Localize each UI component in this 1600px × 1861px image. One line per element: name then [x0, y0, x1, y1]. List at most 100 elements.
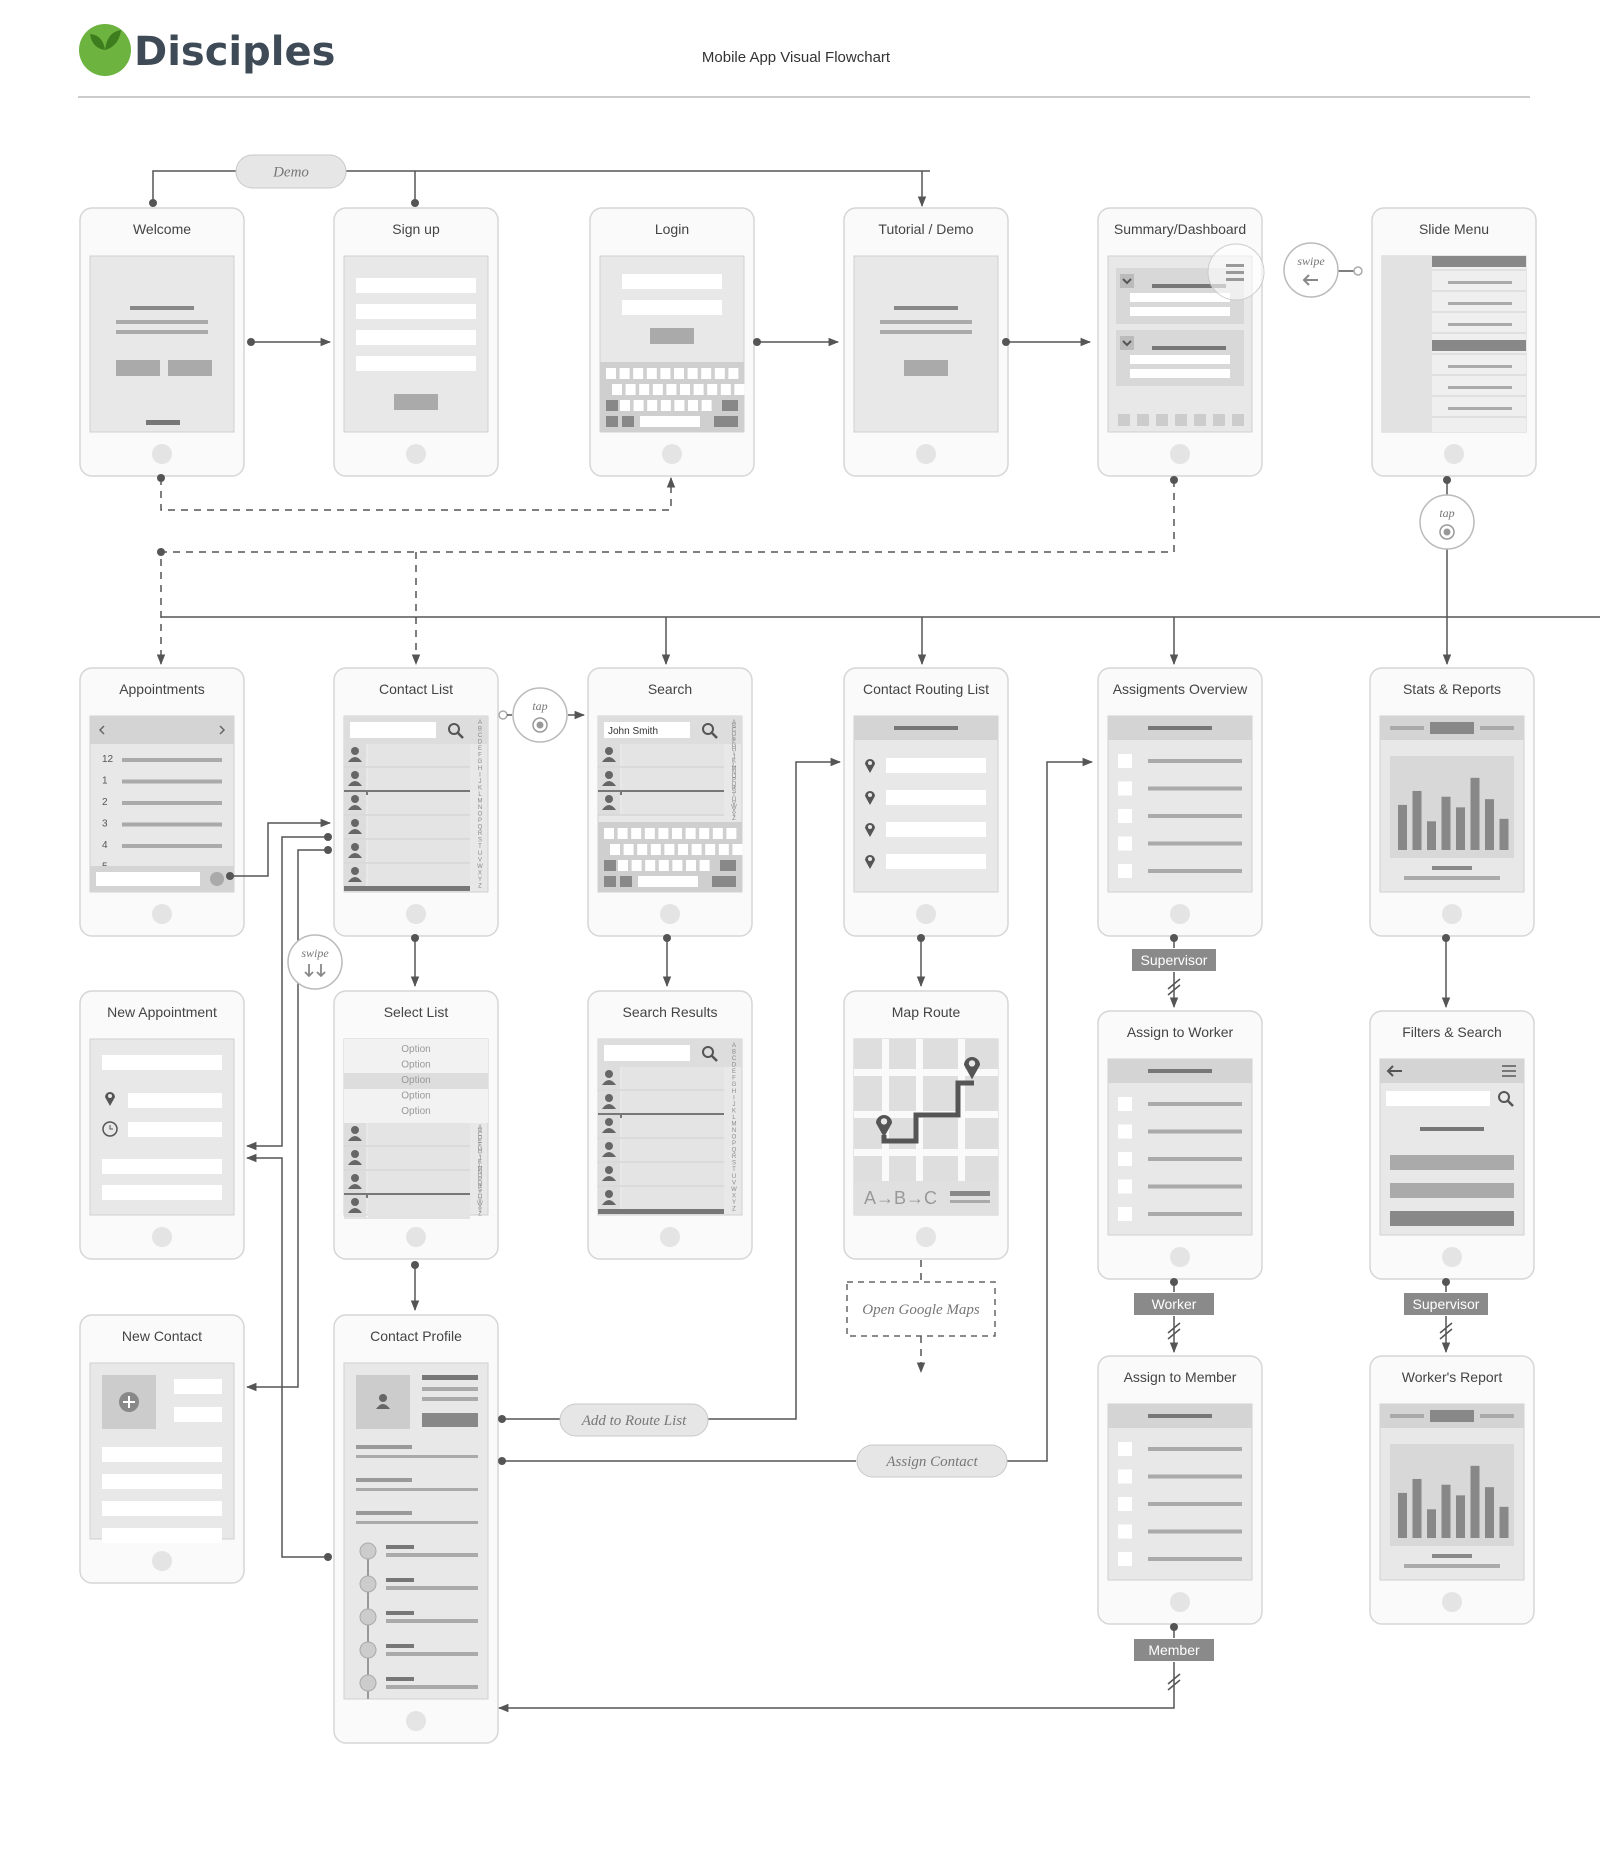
index-letter: J: [733, 1102, 736, 1108]
key: [712, 876, 736, 887]
person-icon: [348, 795, 362, 810]
gesture-label: swipe: [301, 946, 329, 960]
home-button-icon: [1442, 904, 1462, 924]
key: [620, 400, 630, 411]
input-field: [1130, 293, 1230, 302]
search-input: [1386, 1091, 1490, 1106]
screen-filters[interactable]: Filters & Search: [1369, 1010, 1535, 1280]
route-footer: [854, 1181, 998, 1215]
label-assign-contact: Assign Contact: [856, 1444, 1008, 1478]
key: [672, 860, 683, 871]
text-line: [1148, 814, 1242, 818]
contact-row: [622, 1115, 724, 1137]
chart-bar: [1485, 799, 1494, 850]
screen-new-appointment[interactable]: New Appointment: [79, 990, 245, 1260]
contact-row: [368, 1195, 470, 1217]
phone-screen: [1107, 1403, 1253, 1581]
key: [705, 844, 716, 855]
text-line: [1148, 1447, 1242, 1451]
text-line: [1432, 866, 1472, 870]
picker-selected: [344, 1073, 488, 1089]
screen-welcome[interactable]: Welcome: [79, 207, 245, 477]
input-field: [174, 1407, 222, 1422]
screen-worker-report[interactable]: Worker's Report: [1369, 1355, 1535, 1625]
key: [691, 844, 702, 855]
role-badge: [1404, 1293, 1488, 1315]
screen-new-contact[interactable]: New Contact: [79, 1314, 245, 1584]
dashed-box: [846, 1281, 996, 1337]
screen-signup[interactable]: Sign up: [333, 207, 499, 477]
index-letter: N: [732, 770, 736, 776]
text-line: [122, 822, 222, 827]
index-letter: K: [478, 1160, 482, 1166]
input-field: [96, 872, 200, 886]
index-letter: R: [478, 1184, 483, 1190]
person-icon: [348, 747, 362, 762]
person-icon: [602, 771, 616, 786]
text-line: [1148, 726, 1212, 730]
chart-bar: [1441, 796, 1451, 850]
screen-title: New Contact: [122, 1328, 202, 1344]
route-item: [886, 822, 986, 837]
screen-tutorial[interactable]: Tutorial / Demo: [843, 207, 1009, 477]
key: [645, 860, 656, 871]
text-line: [1502, 1070, 1516, 1072]
index-letter: E: [732, 735, 736, 741]
role-badge-supervisor: Supervisor: [1404, 1293, 1488, 1315]
text-line: [356, 1455, 478, 1458]
key: [680, 384, 690, 395]
screen-slide-menu[interactable]: Slide Menu: [1371, 207, 1537, 477]
person-icon: [348, 771, 362, 786]
screen-dashboard[interactable]: Summary/Dashboard: [1097, 207, 1265, 477]
screen-assign-member[interactable]: Assign to Member: [1097, 1355, 1263, 1625]
key: [640, 416, 700, 427]
screen-stats[interactable]: Stats & Reports: [1369, 667, 1535, 937]
screen-assign-overview[interactable]: Assigments Overview: [1097, 667, 1263, 937]
home-button-icon: [1170, 444, 1190, 464]
index-letter: O: [478, 812, 483, 818]
chevron-right-icon: [219, 725, 226, 735]
text-line: [116, 330, 208, 334]
index-letter: T: [478, 1191, 482, 1197]
index-letter: X: [478, 870, 482, 876]
person-icon: [348, 1198, 362, 1213]
chart-bar: [1412, 1478, 1422, 1538]
gesture-tap: tap: [512, 687, 568, 743]
screen-routing[interactable]: Contact Routing List: [843, 667, 1009, 937]
map-pin-icon: [865, 791, 875, 805]
index-letter: H: [478, 1149, 482, 1155]
key: [658, 828, 669, 839]
search-input: [604, 722, 690, 738]
phone-screen: [1379, 1058, 1525, 1236]
index-letter: N: [478, 1170, 482, 1176]
tab-icon: [1175, 414, 1187, 426]
tap-icon: [1443, 528, 1451, 536]
home-button-icon: [1442, 1592, 1462, 1612]
screen-login[interactable]: Login: [589, 207, 755, 477]
screen-select-list[interactable]: Select ListOptionOptionOptionOptionOptio…: [333, 990, 499, 1260]
index-letter: X: [732, 808, 736, 814]
screen-appointments[interactable]: Appointments1212345: [79, 667, 245, 937]
input-field: [102, 1474, 222, 1489]
index-letter: J: [733, 755, 736, 761]
phone-screen: [89, 255, 235, 433]
text-line: [386, 1677, 414, 1681]
contact-row: [368, 1123, 470, 1145]
text-line: [1448, 386, 1512, 389]
screen-title: Search: [648, 681, 692, 697]
chart-bar: [1499, 818, 1509, 850]
contact-row: [368, 864, 470, 886]
key: [728, 368, 739, 379]
screen-assign-worker[interactable]: Assign to Worker: [1097, 1010, 1263, 1280]
phone-screen: [1107, 1058, 1253, 1236]
key: [674, 400, 685, 411]
screen-title: Worker's Report: [1402, 1369, 1503, 1385]
text-line: [1226, 264, 1244, 267]
index-letter: Y: [732, 812, 736, 818]
screen-contact-profile[interactable]: Contact Profile: [333, 1314, 499, 1744]
connector-dot: [149, 199, 157, 207]
